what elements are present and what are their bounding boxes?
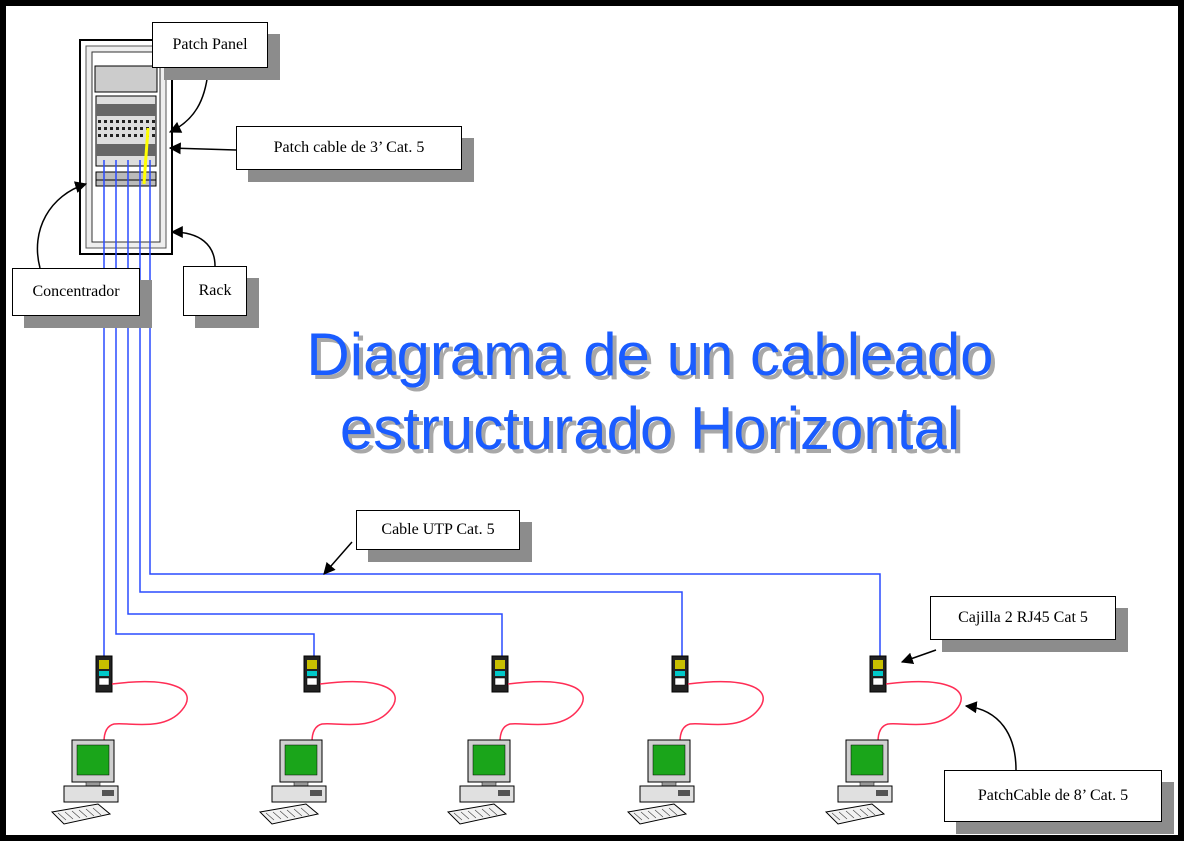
patch-port [134,120,137,123]
patch-cable-8ft-line [877,680,962,743]
patch-port [134,127,137,130]
title-line-2: estructurado Horizontal [339,395,961,462]
computer-monitor [647,739,691,787]
patch-port [140,134,143,137]
computer-cpu [459,785,515,803]
patch-port [128,120,131,123]
patch-port [104,134,107,137]
keyboard [824,803,886,825]
patch-port [122,134,125,137]
patch-cable-3ft-line [142,127,150,185]
computer-monitor [467,739,511,787]
computer-monitor [71,739,115,787]
patch-port [116,120,119,123]
patch-port [98,127,101,130]
label-patch-cable-3ft: Patch cable de 3’ Cat. 5 [236,126,462,170]
keyboard [258,803,320,825]
arrow-patch-panel [168,71,209,133]
patch-port [98,120,101,123]
patch-port [110,120,113,123]
patch-port [146,120,149,123]
label-concentrador: Concentrador [12,268,140,316]
workstation [824,655,962,825]
computer-cpu [639,785,695,803]
patch-port [140,120,143,123]
concentrador-unit [95,171,157,187]
keyboard [50,803,112,825]
arrow-cable-utp [323,541,353,575]
diagram-title: Diagrama de un cableado estructurado Hor… [200,318,1100,466]
computer-cpu [271,785,327,803]
computer-monitor [279,739,323,787]
callout-arrows [36,71,1017,771]
computer-cpu [837,785,893,803]
patch-port [128,127,131,130]
rj45-outlet [491,655,509,693]
arrow-cajilla [900,649,937,665]
patch-port [128,134,131,137]
patch-port [122,120,125,123]
title-line-1: Diagrama de un cableado [306,321,994,388]
patch-port [110,134,113,137]
workstation [626,655,764,825]
workstation [446,655,584,825]
keyboard [626,803,688,825]
label-rack: Rack [183,266,247,316]
patch-cable-8ft-line [679,680,764,743]
patch-port [122,127,125,130]
workstation [50,655,188,825]
arrow-patchcable-8ft [964,701,1017,771]
keyboard [446,803,508,825]
patch-port [104,120,107,123]
patch-port [110,127,113,130]
patch-cable-8ft-line [499,680,584,743]
computer-cpu [63,785,119,803]
label-patchcable-8ft: PatchCable de 8’ Cat. 5 [944,770,1162,822]
label-cable-utp: Cable UTP Cat. 5 [356,510,520,550]
patch-port [98,134,101,137]
rj45-outlet [869,655,887,693]
workstation [258,655,396,825]
patch-port [140,127,143,130]
patch-port [104,127,107,130]
patch-cable-8ft-line [103,680,188,743]
arrow-concentrador [36,181,88,269]
patch-port [152,127,155,130]
patch-cable-8ft-line [311,680,396,743]
rj45-outlet [303,655,321,693]
arrow-rack [170,226,216,267]
label-patch-panel: Patch Panel [152,22,268,68]
workstations-group [50,655,962,825]
patch-port [116,127,119,130]
patch-port [152,134,155,137]
rj45-outlet [671,655,689,693]
patch-port [134,134,137,137]
patch-port [152,120,155,123]
computer-monitor [845,739,889,787]
label-cajilla: Cajilla 2 RJ45 Cat 5 [930,596,1116,640]
patch-port [116,134,119,137]
utp-cables [103,160,881,660]
arrow-patch-cable-3ft [168,142,237,155]
rj45-outlet [95,655,113,693]
